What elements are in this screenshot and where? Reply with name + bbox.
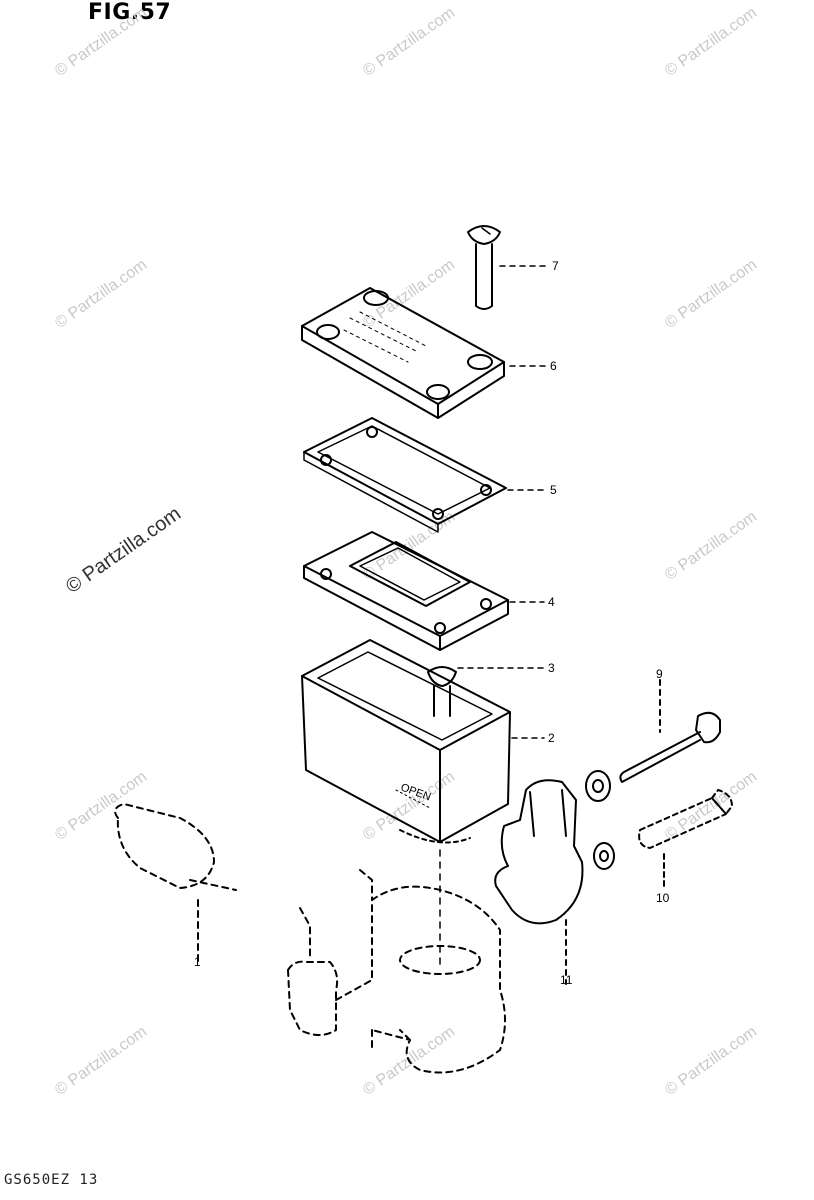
callout-3: 3 [548,661,555,675]
bolt-part-9 [619,679,721,783]
callout-labels: 7 6 5 4 3 2 9 10 11 1 [194,259,670,987]
master-cylinder-body [287,869,506,1074]
callout-11: 11 [560,973,573,987]
washer [585,770,611,802]
callout-2: 2 [548,731,555,745]
diaphragm-part-4 [303,531,509,651]
leader-lines [457,265,549,739]
callout-5: 5 [550,483,557,497]
callout-9: 9 [656,667,663,681]
callout-4: 4 [548,595,555,609]
reservoir-cap-part-6 [301,287,505,419]
screw-part-7 [467,225,501,310]
callout-1: 1 [194,955,201,969]
reservoir-body-part-2: OPEN [301,639,511,844]
screw-part-3 [427,666,457,717]
diaphragm-plate-part-5 [303,417,507,533]
diagram-code: GS650EZ 13 [4,1172,99,1188]
washer [593,842,615,870]
callout-10: 10 [656,891,670,905]
figure-title: FIG.57 [88,0,172,25]
callout-6: 6 [550,359,557,373]
pin-part-10 [638,789,733,891]
boot-part-1 [114,803,237,965]
holder-part-11 [494,779,584,985]
callout-7: 7 [552,259,559,273]
